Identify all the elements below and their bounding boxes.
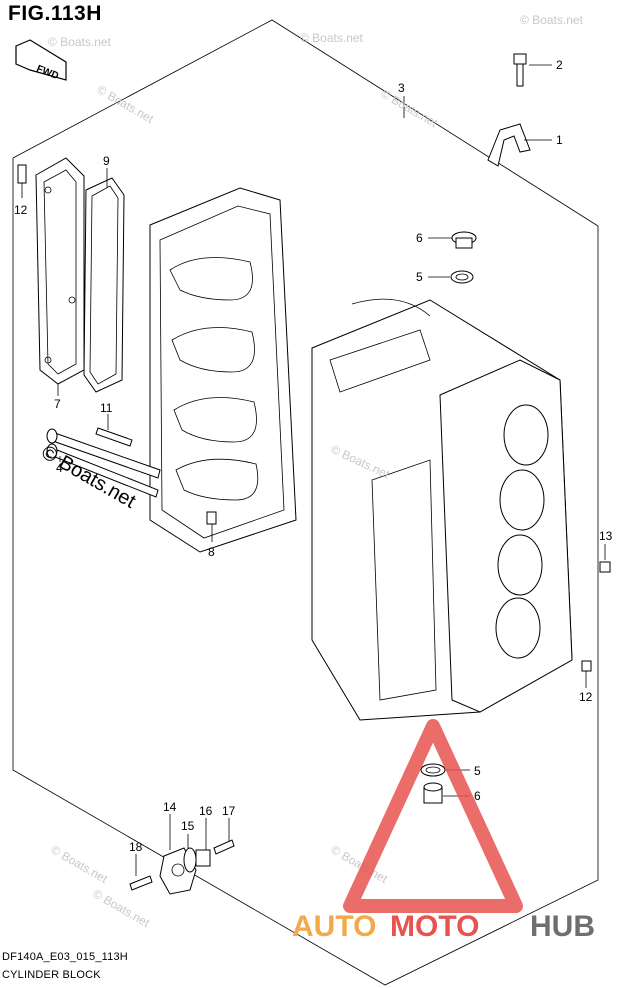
diagram-code: DF140A_E03_015_113H: [2, 951, 128, 963]
figure-title: FIG.113H: [8, 2, 102, 25]
watermark-boats: © Boats.net: [520, 13, 584, 27]
watermark-boats: © Boats.net: [91, 886, 153, 930]
callout-9: 8: [208, 545, 215, 559]
bolt-2-part: [513, 53, 527, 87]
watermark-boats: © Boats.net: [49, 842, 111, 886]
callout-2: 2: [556, 58, 563, 72]
callouts: 2 1 3 6 5 9 12 7 11 4 8 13 12 5 6 14 15: [14, 58, 613, 876]
callout-16: 16: [199, 804, 213, 818]
fitting-16-part: [195, 849, 211, 867]
callout-12: 12: [579, 690, 593, 704]
callout-4: 4: [56, 461, 63, 475]
callout-13: 13: [599, 529, 613, 543]
callout-7: 7: [54, 397, 61, 411]
bolt-17-part: [213, 839, 235, 855]
bolt-18-part: [129, 875, 153, 891]
washer-upper-part: [450, 270, 474, 284]
dowel-13-part: [599, 561, 611, 573]
plug-upper-part: [451, 231, 477, 249]
callout-18: 18: [129, 840, 143, 854]
plug-lower-part: [423, 782, 443, 804]
bolt-10-part: [17, 164, 27, 184]
callout-5-upper: 5: [416, 270, 423, 284]
bolt-4-part: [46, 428, 161, 498]
dowel-12-part: [581, 660, 592, 672]
logo-auto: AUTO: [292, 910, 376, 943]
callout-8: 9: [103, 154, 110, 168]
oring-15-part: [183, 847, 197, 873]
watermark-boats: © Boats.net: [95, 82, 157, 126]
dowel-9-part: [206, 511, 217, 525]
logo-hub: HUB: [530, 910, 595, 943]
callout-10: 12: [14, 203, 28, 217]
callout-6-lower: 6: [474, 789, 481, 803]
callout-11: 11: [100, 401, 113, 415]
crankcase-part: [149, 187, 297, 553]
logo-moto: MOTO: [390, 910, 479, 943]
washer-lower-part: [420, 763, 446, 777]
callout-15: 15: [181, 819, 195, 833]
automotohub-logo: AUTO MOTO HUB: [292, 719, 595, 943]
watermark-boats: © Boats.net: [379, 86, 441, 130]
cylinder-block-part: [311, 298, 573, 721]
callout-6-upper: 6: [416, 231, 423, 245]
callout-1: 1: [556, 133, 563, 147]
callout-3: 3: [398, 81, 405, 95]
watermark-boats: © Boats.net: [48, 35, 112, 49]
callout-14: 14: [163, 800, 177, 814]
watermark-boats: © Boats.net: [300, 31, 364, 45]
callout-17: 17: [222, 804, 236, 818]
bracket-part: [487, 123, 531, 167]
warning-triangle-icon: [343, 719, 523, 913]
gasket-part: [83, 177, 125, 393]
bolt-11-part: [95, 427, 133, 447]
callout-5-lower: 5: [474, 764, 481, 778]
cover-plate-part: [35, 157, 85, 385]
assembly-boundary: [12, 19, 599, 986]
diagram-name: CYLINDER BLOCK: [2, 969, 101, 981]
